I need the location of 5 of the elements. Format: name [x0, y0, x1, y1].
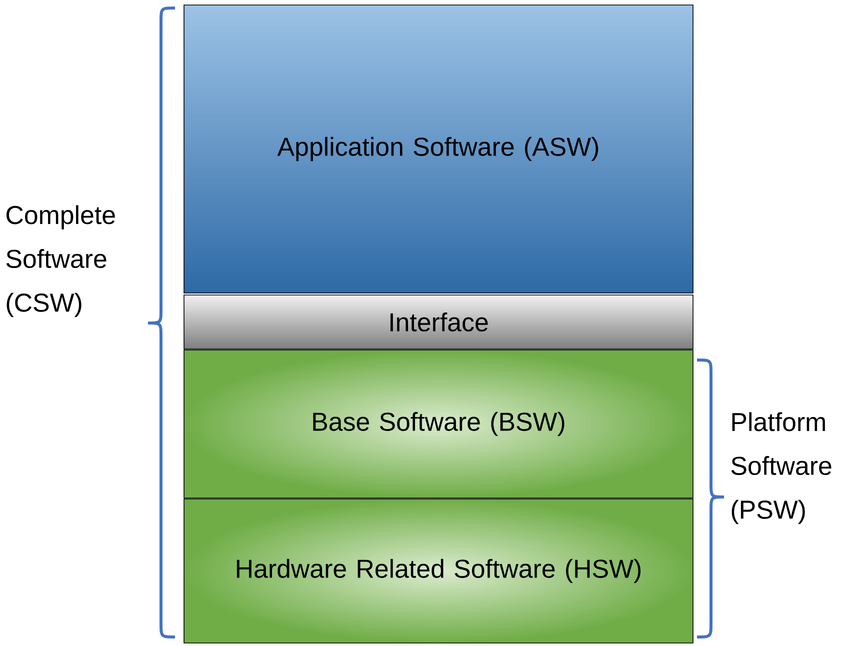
brace-label: Complete Software (CSW) — [6, 205, 115, 317]
layer-box: Base Software (BSW) — [184, 350, 694, 498]
interface-bar: Interface — [184, 294, 694, 350]
layer-box: Hardware Related Software (HSW) — [184, 498, 694, 644]
brace-label: Platform Software (PSW) — [731, 412, 832, 524]
